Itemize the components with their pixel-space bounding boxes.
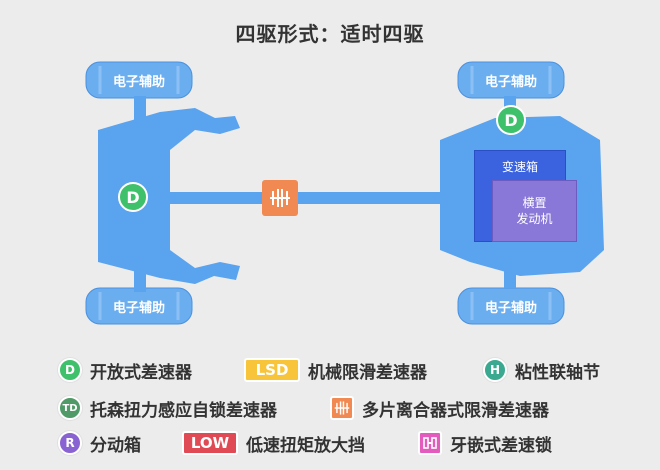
legend-transfer-case: R 分动箱 [58,428,141,458]
viscous-coupling-icon: H [483,358,507,382]
legend-label: 多片离合器式限滑差速器 [362,400,549,421]
legend-low-range: LOW 低速扭矩放大挡 [182,428,365,458]
wheel-rear-left [85,287,193,325]
legend-label: 低速扭矩放大挡 [246,435,365,456]
torsen-icon: TD [58,396,82,420]
page-title: 四驱形式：适时四驱 [235,22,425,46]
gearbox-label: 变速箱 [501,160,538,174]
wheel-label-front-right: 电子辅助 [484,75,537,90]
legend-torsen: TD 托森扭力感应自锁差速器 [58,393,277,423]
legend-open-diff: D 开放式差速器 [58,355,192,385]
legend-row-3: R 分动箱 LOW 低速扭矩放大挡 牙嵌式差速锁 [0,428,660,458]
front-open-diff-icon: D [496,105,526,135]
wheel-rear-right [457,287,565,325]
low-range-icon: LOW [182,431,238,455]
legend-dog-lock: 牙嵌式差速锁 [418,428,552,458]
legend-multi-plate: 多片离合器式限滑差速器 [330,393,549,423]
wheel-front-right [457,61,565,99]
wheel-front-left [85,61,193,99]
wheel-label-front-left: 电子辅助 [112,75,165,90]
multi-plate-icon [330,396,354,420]
open-diff-icon: D [58,358,82,382]
engine-block: 横置 发动机 [492,180,577,242]
legend-label: 粘性联轴节 [515,362,600,383]
legend-label: 开放式差速器 [90,362,192,383]
legend-label: 机械限滑差速器 [308,362,427,383]
propeller-shaft [170,192,460,204]
wheel-label-rear-right: 电子辅助 [484,301,537,316]
dog-clutch-lock-icon [418,431,442,455]
legend-lsd: LSD 机械限滑差速器 [244,355,427,385]
legend-row-1: D 开放式差速器 LSD 机械限滑差速器 H 粘性联轴节 [0,355,660,385]
lsd-icon: LSD [244,358,300,382]
wheel-label-rear-left: 电子辅助 [112,301,165,316]
transfer-case-icon: R [58,431,82,455]
rear-open-diff-icon: D [118,182,148,212]
legend-viscous: H 粘性联轴节 [483,355,600,385]
multi-plate-clutch-icon [262,180,298,216]
legend-label: 托森扭力感应自锁差速器 [90,400,277,421]
engine-label-line1: 横置 [522,196,547,210]
legend-label: 牙嵌式差速锁 [450,435,552,456]
engine-label-line2: 发动机 [516,212,553,226]
legend-label: 分动箱 [90,435,141,456]
legend-row-2: TD 托森扭力感应自锁差速器 多片离合器式限滑差速器 [0,393,660,423]
